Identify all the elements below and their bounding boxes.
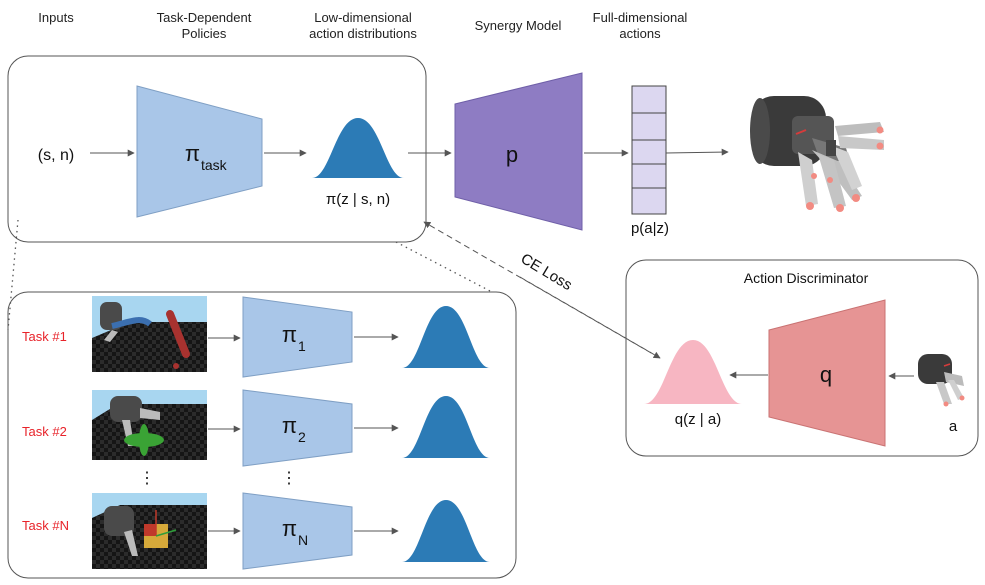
ce-loss-label: CE Loss bbox=[518, 250, 575, 294]
task-n-policy-subscript: N bbox=[298, 532, 308, 548]
dist-label: π(z | s, n) bbox=[326, 191, 390, 208]
task-2-policy-symbol: π bbox=[282, 413, 297, 438]
zoom-connector-right bbox=[395, 241, 493, 293]
task-n-policy-symbol: π bbox=[282, 516, 297, 541]
ce-loss-arrow-to-discriminator bbox=[519, 276, 661, 359]
header-fulldim-line2: actions bbox=[619, 26, 661, 41]
synergy-label: p bbox=[506, 142, 518, 167]
policy-subscript: task bbox=[201, 157, 228, 173]
task-2-gaussian bbox=[402, 396, 490, 458]
tasks-box bbox=[7, 291, 517, 579]
main-policy-box bbox=[7, 55, 427, 243]
discriminator-input-label: a bbox=[949, 418, 958, 435]
policy-ellipsis: ⋮ bbox=[281, 470, 297, 487]
discriminator-title: Action Discriminator bbox=[744, 270, 869, 286]
task-1-label: Task #1 bbox=[22, 329, 67, 344]
task-2-policy bbox=[242, 389, 353, 467]
header-inputs: Inputs bbox=[38, 10, 74, 25]
discriminator-box bbox=[625, 259, 979, 457]
zoom-connector-left bbox=[7, 219, 19, 331]
discriminator-model-block bbox=[768, 299, 886, 447]
header-policies-line2: Policies bbox=[182, 26, 227, 41]
action-vector-label: p(a|z) bbox=[631, 220, 669, 237]
input-label: (s, n) bbox=[38, 147, 74, 164]
header-lowdim-line1: Low-dimensional bbox=[314, 10, 412, 25]
discriminator-dist-label: q(z | a) bbox=[675, 411, 721, 428]
header-fulldim-line1: Full-dimensional bbox=[593, 10, 688, 25]
scene-ellipsis: ⋮ bbox=[139, 470, 155, 487]
task-1-policy-symbol: π bbox=[282, 322, 297, 347]
task-policy-block bbox=[136, 85, 263, 218]
arrow-vector-to-hand bbox=[665, 148, 729, 156]
task-n-scene-image bbox=[92, 493, 207, 569]
task-2-policy-subscript: 2 bbox=[298, 429, 306, 445]
ce-loss-arrow-to-policy bbox=[423, 221, 661, 359]
task-1-gaussian bbox=[402, 306, 490, 368]
discriminator-model-label: q bbox=[820, 362, 832, 387]
synergy-model-block bbox=[454, 72, 583, 231]
task-n-label: Task #N bbox=[22, 518, 69, 533]
task-2-scene-image bbox=[92, 390, 207, 460]
header-policies-line1: Task-Dependent bbox=[157, 10, 252, 25]
gaussian-main bbox=[312, 118, 404, 178]
policy-symbol: π bbox=[185, 141, 200, 166]
task-n-policy bbox=[242, 492, 353, 570]
task-1-policy-subscript: 1 bbox=[298, 338, 306, 354]
header-lowdim-line2: action distributions bbox=[309, 26, 417, 41]
task-2-label: Task #2 bbox=[22, 424, 67, 439]
task-1-policy bbox=[242, 296, 353, 378]
robot-hand-image bbox=[750, 96, 884, 212]
task-1-scene-image bbox=[92, 296, 207, 372]
discriminator-gaussian bbox=[644, 340, 742, 404]
header-synergy: Synergy Model bbox=[475, 18, 562, 33]
task-n-gaussian bbox=[402, 500, 490, 562]
action-vector bbox=[631, 85, 667, 215]
discriminator-hand-image bbox=[918, 354, 965, 407]
